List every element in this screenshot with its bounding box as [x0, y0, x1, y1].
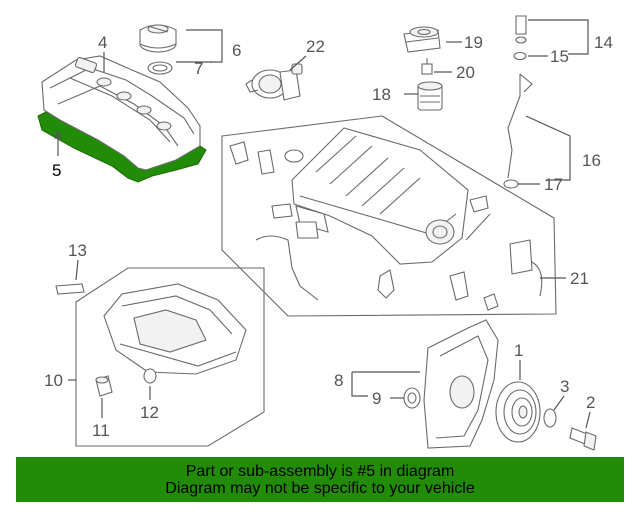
- pulley-washer[interactable]: [543, 408, 557, 428]
- callout-20[interactable]: 20: [456, 63, 475, 82]
- callout-22[interactable]: 22: [306, 37, 325, 56]
- callout-18[interactable]: 18: [372, 85, 391, 104]
- callout-3[interactable]: 3: [560, 377, 569, 396]
- cooler-bolt[interactable]: [421, 58, 433, 75]
- callout-14[interactable]: 14: [594, 33, 613, 52]
- callout-8[interactable]: 8: [334, 371, 343, 390]
- callout-1[interactable]: 1: [514, 341, 523, 360]
- dipstick-handle[interactable]: [515, 15, 527, 44]
- dipstick-o-ring[interactable]: [513, 51, 527, 61]
- dipstick-tube[interactable]: [507, 73, 533, 179]
- leader-lines: [54, 19, 591, 429]
- manifold-small-parts[interactable]: [229, 141, 543, 311]
- intake-manifold-box: [221, 115, 557, 317]
- callout-7[interactable]: 7: [194, 59, 203, 78]
- pulley-bolt[interactable]: [569, 427, 597, 451]
- oil-pan-box: [75, 267, 265, 447]
- filler-cap-seal[interactable]: [147, 61, 173, 75]
- drain-plug-washer[interactable]: [143, 368, 157, 384]
- oil-filler-cap[interactable]: [139, 24, 177, 53]
- tube-o-ring[interactable]: [503, 179, 519, 189]
- callout-5[interactable]: 5: [52, 161, 61, 180]
- throttle-body[interactable]: [245, 63, 303, 101]
- intake-manifold[interactable]: [291, 127, 469, 265]
- drain-plug[interactable]: [95, 375, 113, 397]
- callout-4[interactable]: 4: [98, 33, 107, 52]
- timing-cover-seal[interactable]: [403, 387, 421, 409]
- callout-labels: 4 5 6 7 22 19 20 18 14 15 16 17 21 13 10…: [44, 33, 613, 440]
- callout-6[interactable]: 6: [232, 41, 241, 60]
- valve-cover[interactable]: [41, 55, 201, 171]
- callout-11[interactable]: 11: [92, 421, 110, 440]
- callout-19[interactable]: 19: [464, 33, 483, 52]
- banner-line-disclaimer: Diagram may not be specific to your vehi…: [165, 479, 475, 497]
- crankshaft-pulley[interactable]: [495, 381, 541, 443]
- oil-cooler[interactable]: [403, 26, 441, 53]
- callout-15[interactable]: 15: [550, 47, 569, 66]
- oil-filter[interactable]: [417, 81, 443, 111]
- oil-pan[interactable]: [103, 283, 247, 375]
- callout-10[interactable]: 10: [44, 371, 63, 390]
- callout-17[interactable]: 17: [544, 175, 563, 194]
- timing-cover[interactable]: [423, 319, 499, 449]
- callout-2[interactable]: 2: [586, 393, 595, 412]
- callout-21[interactable]: 21: [570, 269, 589, 288]
- oil-pan-gasket[interactable]: [55, 283, 85, 295]
- banner-line-highlight: Part or sub-assembly is #5 in diagram: [185, 462, 455, 480]
- callout-16[interactable]: 16: [582, 151, 601, 170]
- callout-13[interactable]: 13: [68, 241, 87, 260]
- info-banner: Part or sub-assembly is #5 in diagram Di…: [16, 457, 624, 502]
- callout-12[interactable]: 12: [140, 403, 159, 422]
- callout-9[interactable]: 9: [372, 389, 381, 408]
